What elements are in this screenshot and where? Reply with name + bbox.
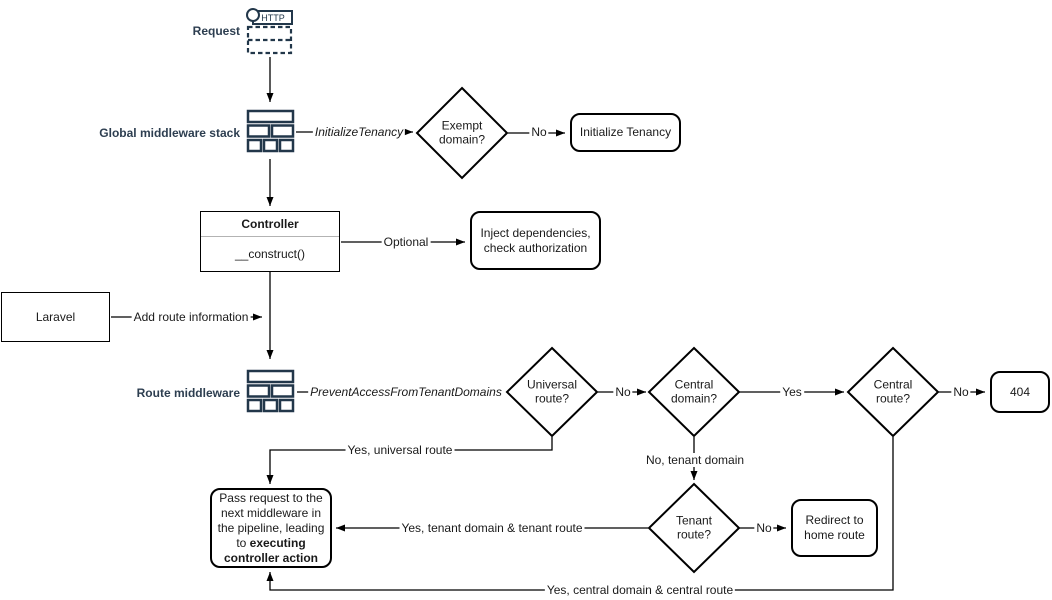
edge-label-universal-no: No — [613, 385, 633, 399]
global-middleware-stack-label: Global middleware stack — [99, 126, 240, 140]
controller-title: Controller — [201, 212, 339, 237]
central-route-decision — [846, 346, 940, 438]
initialize-tenancy-label: Initialize Tenancy — [579, 125, 672, 139]
laravel-label: Laravel — [35, 309, 76, 324]
edge-label-prevent-access: PreventAccessFromTenantDomains — [308, 385, 504, 399]
exempt-domain-label: Exempt domain? — [438, 118, 486, 147]
universal-route-label: Universal route? — [526, 377, 577, 406]
edge-label-no-tenant-domain: No, tenant domain — [643, 453, 747, 467]
central-domain-decision — [647, 346, 741, 438]
pass-request-box: Pass request to the next middleware in t… — [210, 488, 332, 568]
global-middleware-stack-icon — [245, 108, 296, 158]
not-found-404-box: 404 — [990, 371, 1050, 413]
initialize-tenancy-box: Initialize Tenancy — [570, 113, 681, 152]
edge-label-tenant-route-no: No — [754, 521, 774, 535]
executing-controller-action-emphasis: executing controller action — [223, 535, 318, 565]
controller-constructor: __construct() — [234, 247, 306, 261]
tenant-route-decision — [647, 482, 741, 574]
redirect-home-route-label: Redirect to home route — [804, 513, 865, 542]
route-middleware-label: Route middleware — [136, 386, 240, 400]
tenant-route-label: Tenant route? — [675, 513, 713, 542]
central-domain-label: Central domain? — [670, 377, 718, 406]
request-label: Request — [192, 24, 240, 38]
edge-label-central-domain-yes: Yes — [780, 385, 804, 399]
edge-label-optional: Optional — [381, 235, 431, 249]
laravel-box: Laravel — [1, 292, 110, 342]
pass-request-label: Pass request to the next middleware in t… — [217, 490, 325, 565]
central-route-label: Central route? — [873, 377, 913, 406]
exempt-domain-decision — [415, 86, 509, 180]
inject-dependencies-label: Inject dependencies, check authorization — [480, 225, 591, 255]
controller-box: Controller __construct() — [200, 211, 340, 272]
not-found-404-label: 404 — [1009, 384, 1031, 399]
edge-label-exempt-no: No — [529, 125, 549, 139]
inject-dependencies-box: Inject dependencies, check authorization — [470, 211, 601, 270]
route-middleware-stack-icon — [245, 368, 296, 418]
http-label: HTTP — [261, 13, 285, 23]
edge-label-yes-tenant-domain-route: Yes, tenant domain & tenant route — [399, 521, 585, 535]
edge-label-yes-central-domain-route: Yes, central domain & central route — [544, 583, 736, 597]
edge-label-add-route-information: Add route information — [131, 310, 251, 324]
universal-route-decision — [505, 346, 599, 438]
http-request-icon: HTTP — [245, 7, 295, 57]
edge-label-initialize-tenancy: InitializeTenancy — [312, 125, 406, 139]
redirect-home-route-box: Redirect to home route — [791, 499, 878, 557]
edge-label-yes-universal-route: Yes, universal route — [345, 443, 455, 457]
edge-label-central-route-no: No — [951, 385, 971, 399]
